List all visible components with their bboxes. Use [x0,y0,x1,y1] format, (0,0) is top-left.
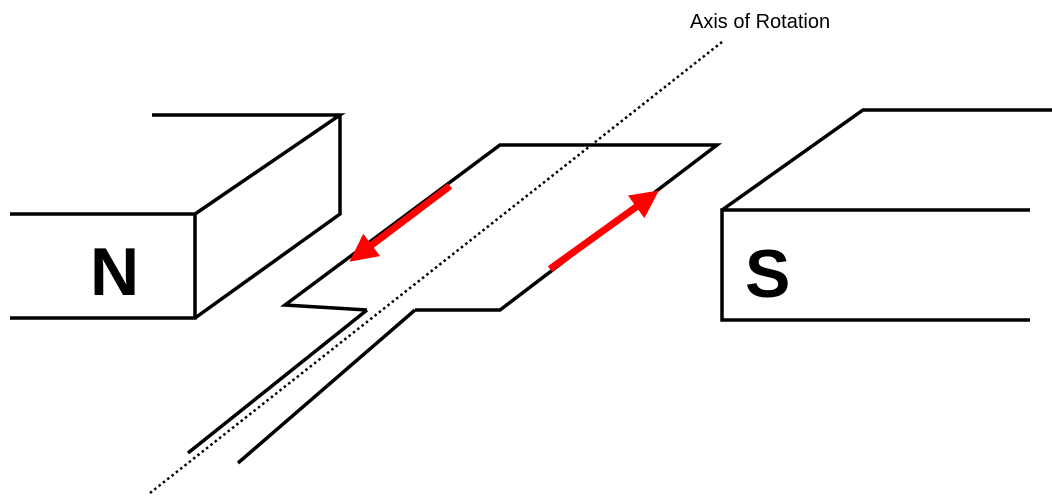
north-pole-label: N [90,234,139,310]
north-magnet-top-edge [152,113,346,216]
current-arrow-right [547,190,659,272]
lead-wire-left [186,308,369,455]
north-magnet: N [10,113,346,320]
axis-of-rotation-line [149,41,723,494]
south-pole-label: S [745,236,790,312]
south-magnet-top-edge [720,108,1052,212]
current-arrow-left [349,183,453,262]
north-magnet-side-edge [193,115,342,320]
axis-label: Axis of Rotation [690,11,830,33]
north-magnet-outline [10,212,197,320]
wire-loop [280,143,723,312]
lead-wire-right [236,308,417,465]
south-magnet: S [720,108,1052,322]
south-magnet-outline [720,208,1030,322]
